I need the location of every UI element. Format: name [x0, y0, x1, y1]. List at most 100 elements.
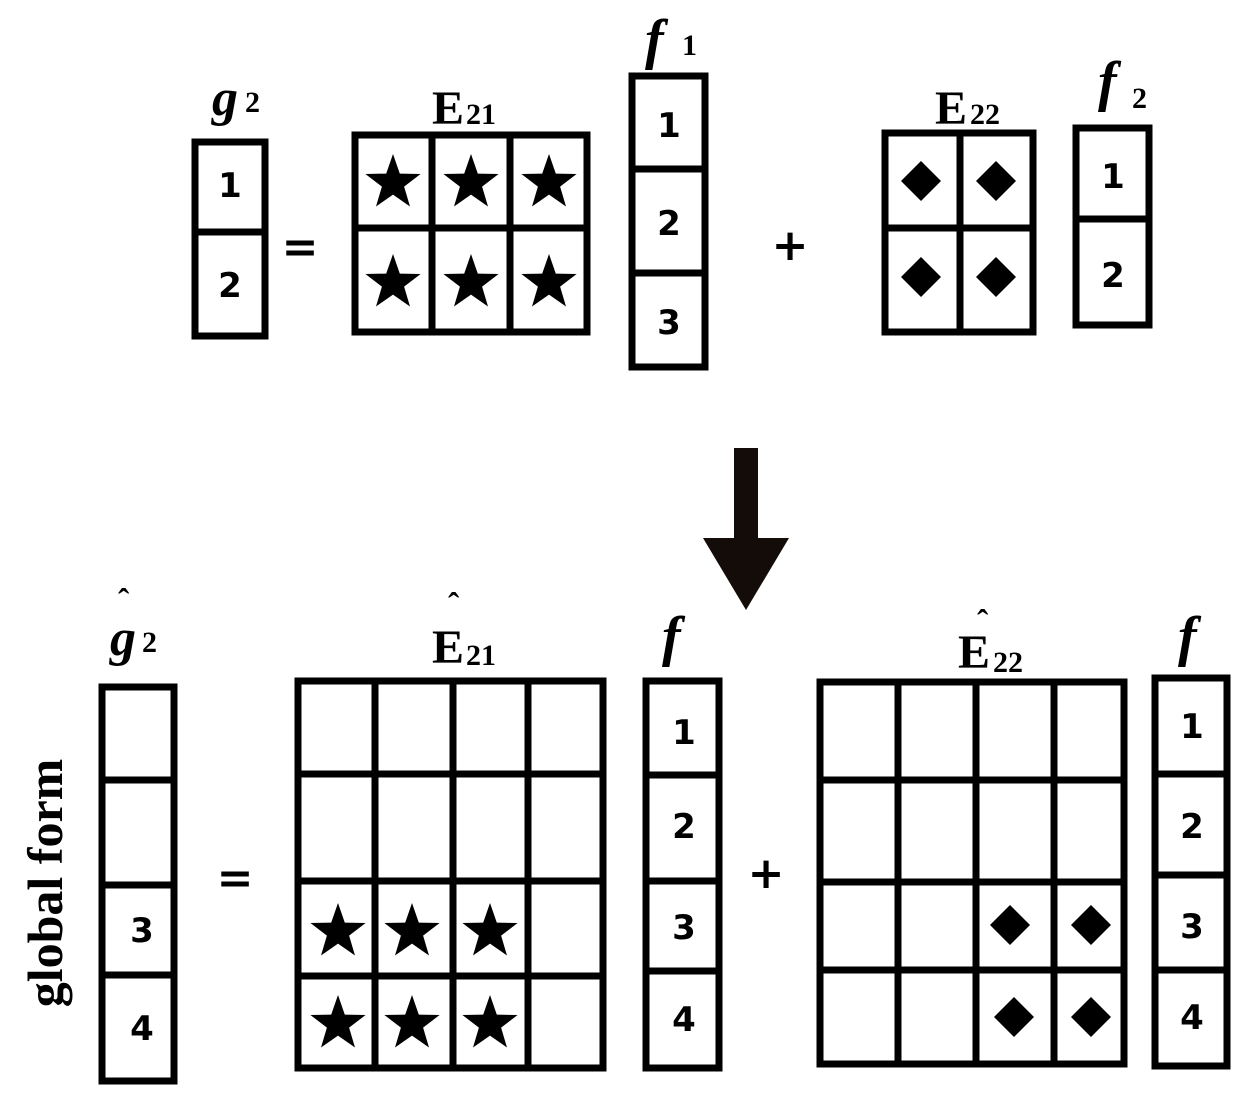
- E21-hat-matrix: [294, 677, 607, 1072]
- g2-hat-accent: ˆ: [118, 583, 130, 620]
- matrix-cell: [371, 677, 457, 778]
- star-icon: [310, 995, 366, 1048]
- f-a-cell-value: 3: [672, 908, 696, 948]
- equals-sign: =: [217, 853, 254, 904]
- f-b-cell-value: 1: [1180, 707, 1204, 747]
- E21-label-subscript: 21: [466, 98, 496, 131]
- matrix-cell: [294, 770, 379, 885]
- star-icon: [384, 995, 440, 1048]
- star-icon: [521, 154, 577, 207]
- f1-cell-value: 1: [657, 106, 681, 146]
- matrix-cell: [816, 878, 902, 974]
- g2-cell: [191, 228, 269, 340]
- f-a-cell: [642, 877, 723, 975]
- matrix-cell: [894, 678, 980, 784]
- g2-hat-label-subscript: 2: [142, 626, 157, 659]
- f2-label-symbol: f: [1098, 51, 1122, 113]
- g2-hat-cell: [98, 971, 178, 1085]
- star-icon: [443, 254, 499, 307]
- f1-cell-value: 2: [657, 204, 681, 244]
- g2-hat-cell: [98, 683, 178, 784]
- matrix-cell: [524, 877, 607, 980]
- E21-matrix: [351, 131, 591, 336]
- star-icon: [365, 154, 421, 207]
- global-form-label: global form: [17, 759, 73, 1008]
- f2-vector: 1 2: [1072, 124, 1153, 329]
- E22-hat-label-subscript: 22: [993, 646, 1023, 679]
- matrix-cell: [1050, 878, 1128, 974]
- matrix-cell: [894, 966, 980, 1068]
- f2-cell-value: 2: [1101, 256, 1125, 296]
- f-b-cell-value: 3: [1180, 907, 1204, 947]
- f2-label-subscript: 2: [1132, 82, 1147, 115]
- E21-hat-label-subscript: 21: [466, 639, 496, 672]
- f-a-label-symbol: f: [662, 606, 686, 668]
- E22-matrix: [881, 129, 1037, 336]
- E22-label-symbol: E: [935, 82, 967, 135]
- f-a-cell-value: 4: [672, 1000, 696, 1040]
- f-b-vector: 1 2 3 4: [1151, 674, 1231, 1070]
- g2-hat-vector: 3 4: [98, 683, 178, 1085]
- E22-label-subscript: 22: [970, 98, 1000, 131]
- E22-hat-label-symbol: E: [958, 626, 990, 679]
- plus-sign: +: [772, 220, 809, 271]
- matrix-cell: [1050, 776, 1128, 886]
- star-icon: [384, 903, 440, 956]
- g2-label-subscript: 2: [245, 86, 260, 119]
- star-icon: [462, 903, 518, 956]
- matrix-cell: [816, 966, 902, 1068]
- g2-label-symbol: g: [211, 70, 238, 127]
- matrix-cell: [1050, 678, 1128, 784]
- matrix-cell: [816, 678, 902, 784]
- matrix-cell: [449, 770, 532, 885]
- f-b-cell-value: 2: [1180, 807, 1204, 847]
- matrix-cell: [524, 972, 607, 1072]
- matrix-cell: [294, 677, 379, 778]
- diamond-icon: [976, 257, 1016, 297]
- g2-cell-value: 2: [218, 266, 242, 306]
- diamond-icon: [976, 161, 1016, 201]
- g2-vector: 1 2: [191, 138, 269, 340]
- g2-hat-label-symbol: g: [109, 610, 136, 667]
- g2-hat-cell-value: 3: [130, 911, 154, 951]
- diamond-icon: [994, 997, 1034, 1037]
- f-a-cell-value: 1: [672, 713, 696, 753]
- f-b-cell: [1151, 966, 1231, 1070]
- E21-hat-accent: ˆ: [448, 587, 460, 624]
- matrix-cell: [506, 224, 591, 336]
- f1-vector: 1 2 3: [628, 72, 709, 371]
- f1-label-symbol: f: [645, 9, 669, 71]
- star-icon: [310, 903, 366, 956]
- matrix-cell: [972, 678, 1058, 784]
- matrix-cell: [972, 776, 1058, 886]
- matrix-cell: [894, 776, 980, 886]
- E22-hat-accent: ˆ: [977, 604, 989, 641]
- diamond-icon: [990, 905, 1030, 945]
- f1-label-subscript: 1: [682, 29, 697, 62]
- matrix-cell: [524, 677, 607, 778]
- down-arrow-icon: [703, 448, 789, 610]
- g2-hat-cell: [98, 776, 178, 889]
- matrix-cell: [371, 770, 457, 885]
- f-a-vector: 1 2 3 4: [642, 677, 723, 1072]
- g2-hat-cell-value: 4: [130, 1009, 154, 1049]
- f-a-cell: [642, 967, 723, 1072]
- diamond-icon: [901, 161, 941, 201]
- E22-hat-matrix: [816, 678, 1128, 1068]
- star-icon: [521, 254, 577, 307]
- f1-cell: [628, 269, 709, 371]
- f-b-cell-value: 4: [1180, 998, 1204, 1038]
- E21-label-symbol: E: [432, 82, 464, 135]
- f-b-label-symbol: f: [1178, 606, 1202, 668]
- diamond-icon: [1071, 997, 1111, 1037]
- equals-sign: =: [282, 222, 319, 273]
- plus-sign: +: [748, 848, 785, 899]
- matrix-cell: [894, 878, 980, 974]
- matrix-cell: [449, 677, 532, 778]
- matrix-cell: [524, 770, 607, 885]
- star-icon: [462, 995, 518, 1048]
- star-icon: [365, 254, 421, 307]
- g2-cell-value: 1: [218, 166, 242, 206]
- f1-cell-value: 3: [657, 303, 681, 343]
